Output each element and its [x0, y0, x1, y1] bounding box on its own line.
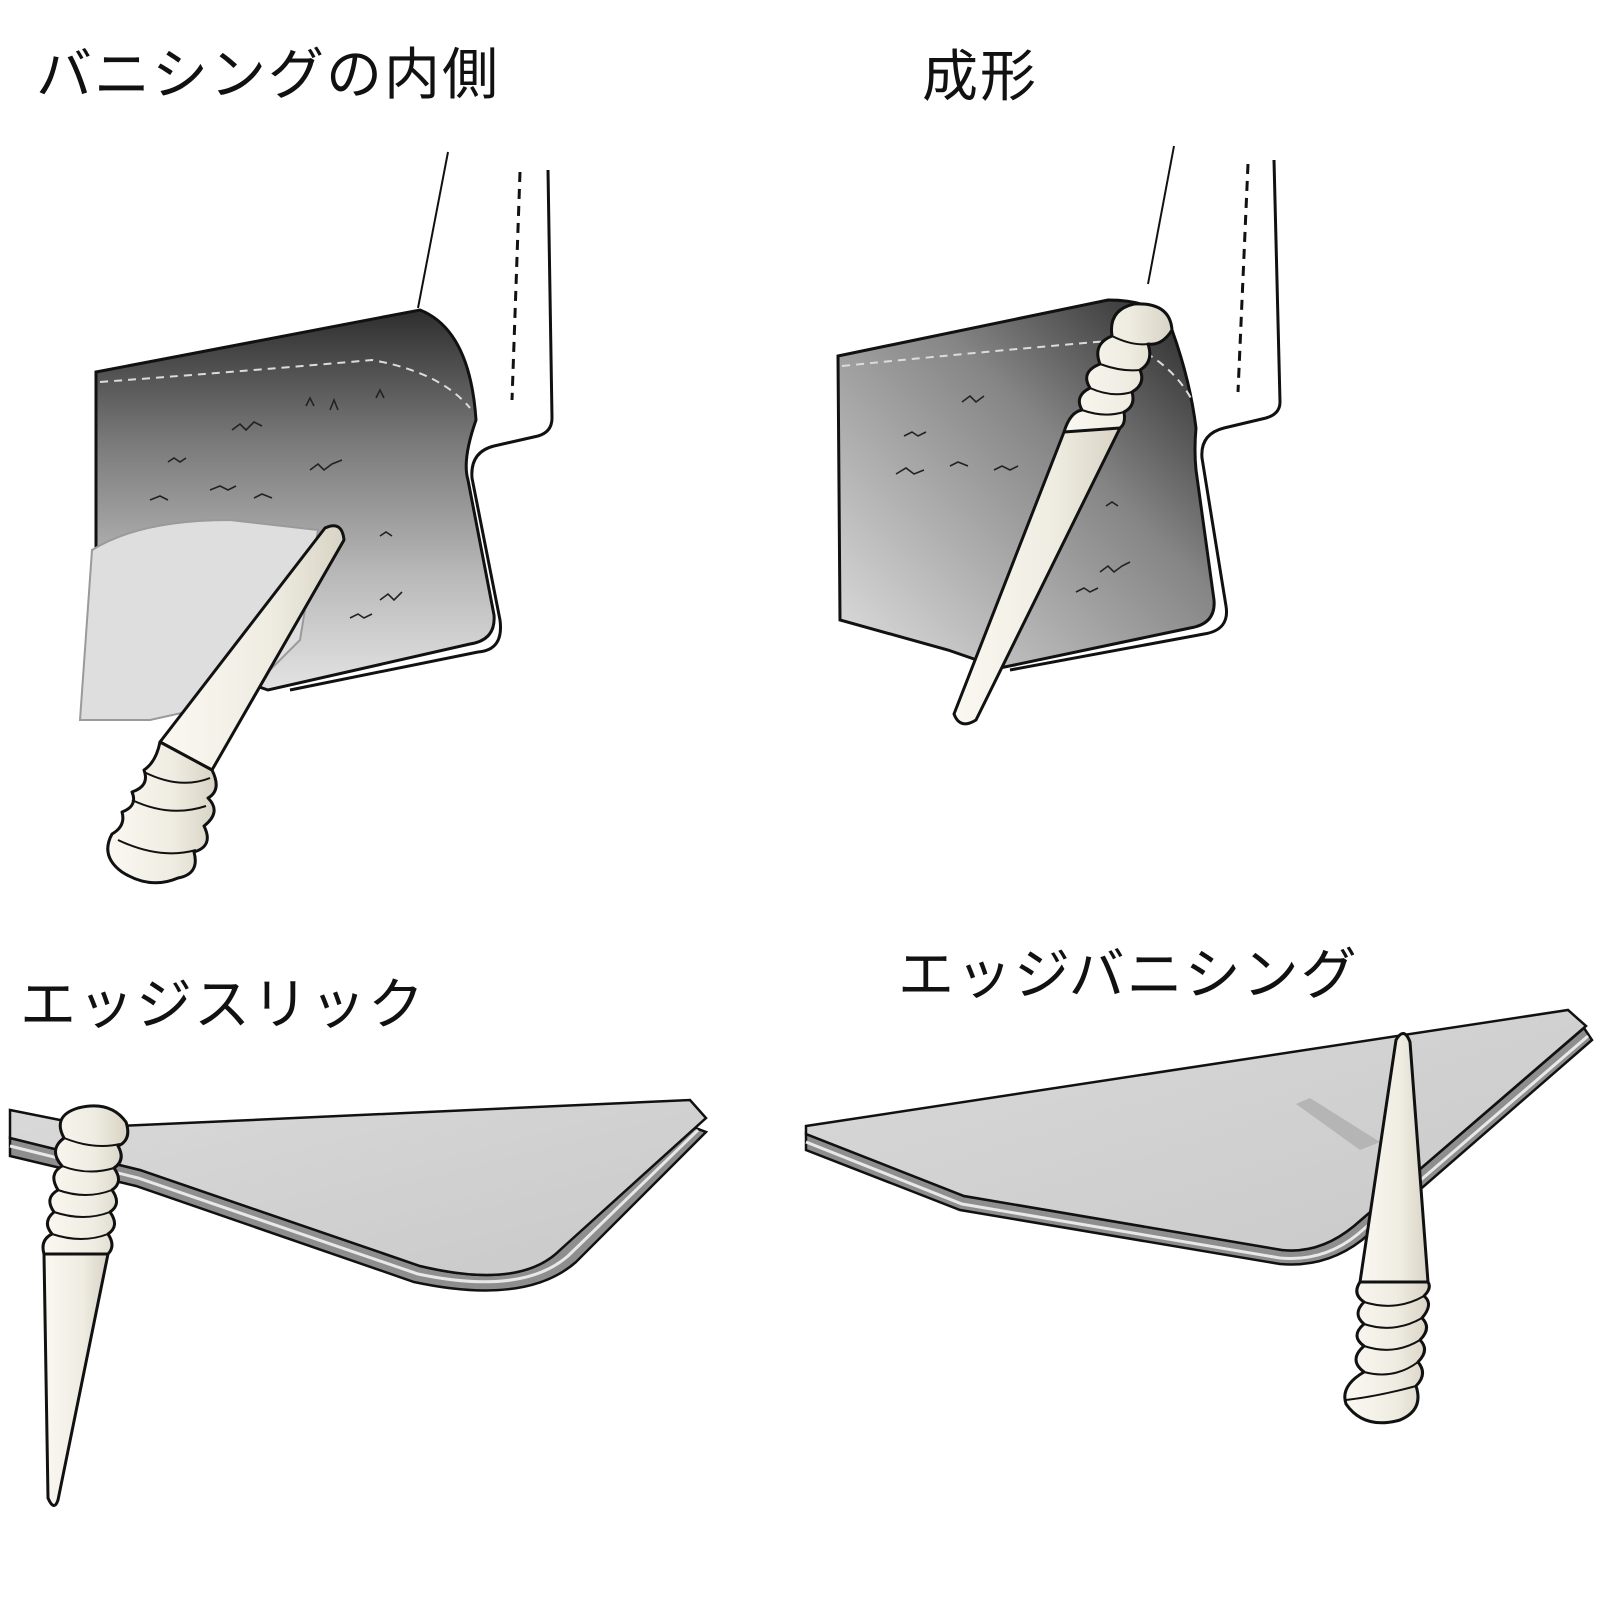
stitch-line	[512, 172, 520, 400]
stitch-line-2	[1238, 164, 1248, 392]
leather-back-line	[418, 152, 448, 308]
panel-burnishing-inside	[80, 152, 552, 883]
panel-edge-slick	[10, 1100, 706, 1506]
panel-edge-burnishing	[806, 1010, 1592, 1423]
leather-back-line-2	[1148, 146, 1174, 284]
panel-shaping	[838, 146, 1280, 724]
